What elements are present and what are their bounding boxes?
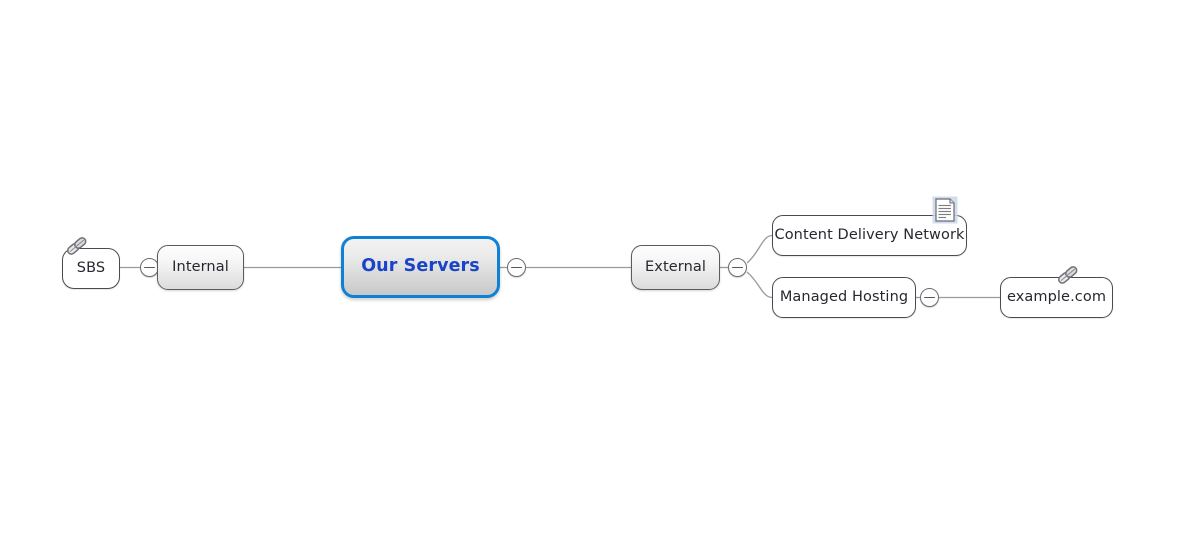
node-managed-hosting[interactable]: Managed Hosting	[772, 277, 916, 318]
link-icon	[62, 233, 92, 259]
node-external[interactable]: External	[631, 245, 720, 290]
collapser-external-children[interactable]	[728, 258, 747, 277]
node-example-com[interactable]: example.com	[1000, 277, 1113, 318]
node-external-label: External	[645, 259, 706, 276]
node-internal[interactable]: Internal	[157, 245, 244, 290]
collapser-root-right[interactable]	[507, 258, 526, 277]
node-internal-label: Internal	[172, 259, 229, 276]
node-root-label: Our Servers	[361, 256, 480, 277]
node-example-com-label: example.com	[1006, 289, 1107, 306]
node-sbs[interactable]: SBS	[62, 247, 120, 289]
link-icon	[1053, 262, 1083, 288]
node-sbs-label: SBS	[76, 259, 106, 276]
node-root-our-servers[interactable]: Our Servers	[341, 236, 500, 298]
note-icon	[932, 196, 958, 224]
node-cdn-label: Content Delivery Network	[774, 227, 965, 244]
collapser-managed-example[interactable]	[920, 288, 939, 307]
node-managed-hosting-label: Managed Hosting	[779, 289, 909, 306]
edge-external-cdn	[746, 234, 773, 264]
edge-external-managed	[746, 271, 773, 299]
